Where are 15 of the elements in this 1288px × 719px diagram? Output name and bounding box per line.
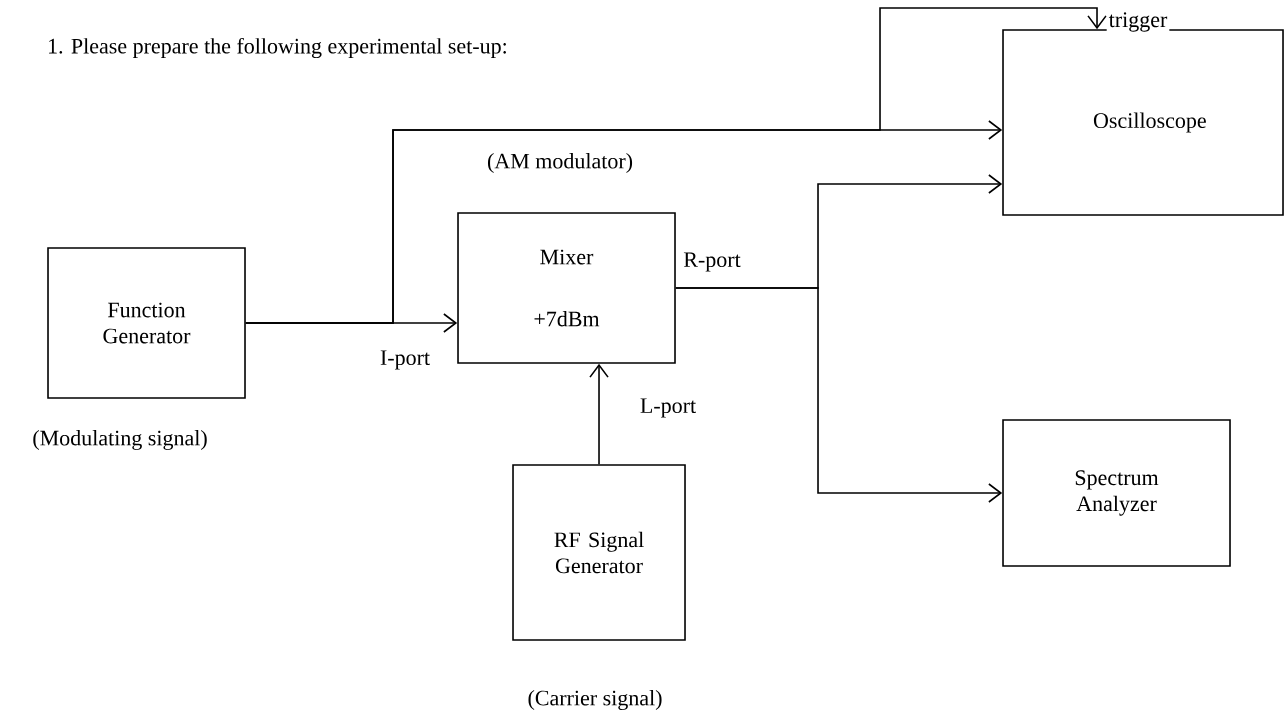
block-box: Mixer +7dBm [457, 212, 676, 364]
arrow [589, 363, 609, 465]
block-box: Spectrum Analyzer [1002, 419, 1231, 567]
arrow [675, 287, 1003, 503]
arrow [245, 7, 1107, 324]
node-label: (Carrier signal) [528, 690, 662, 710]
edge-label: I-port [377, 348, 433, 372]
block-box: RF Signal Generator [512, 464, 686, 641]
edge-label: R-port [681, 250, 743, 274]
edge-label: L-port [637, 396, 699, 420]
heading: 1. Please prepare the following experimental set-up: [49, 37, 506, 59]
node-label: (AM modulator) [487, 153, 633, 173]
node-label: (Modulating signal) [33, 430, 207, 450]
edge-label: trigger [1106, 10, 1170, 34]
block-box: Function Generator [47, 247, 246, 399]
